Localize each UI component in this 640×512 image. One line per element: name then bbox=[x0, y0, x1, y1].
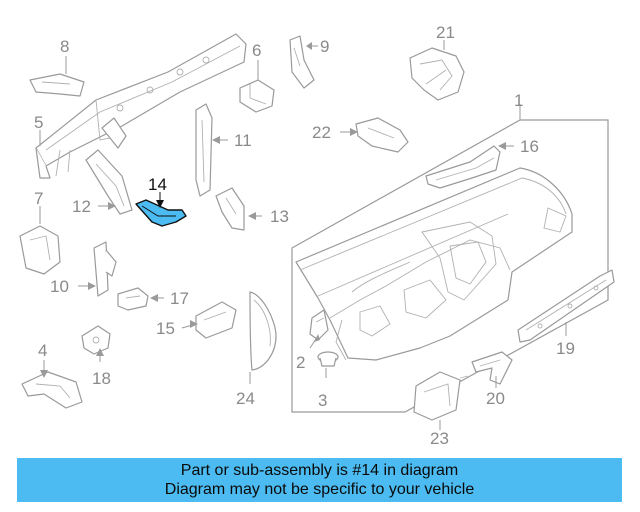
banner-line-2: Diagram may not be specific to your vehi… bbox=[164, 481, 475, 498]
part-19-long-rail: 19 bbox=[517, 269, 615, 358]
part-21-upper-bracket: 21 bbox=[409, 23, 465, 101]
part-11-vertical-brace: 11 bbox=[195, 103, 252, 197]
callout-11: 11 bbox=[234, 131, 252, 150]
callout-24: 24 bbox=[236, 389, 255, 408]
callout-7: 7 bbox=[34, 189, 43, 208]
parts-diagram: 1 2 3 4 5 bbox=[19, 23, 615, 448]
part-1-instrument-panel: 1 bbox=[291, 91, 609, 413]
part-3-clip: 3 bbox=[317, 351, 339, 410]
callout-10: 10 bbox=[50, 277, 69, 296]
part-24-side-cover: 24 bbox=[236, 291, 277, 408]
part-2-bracket: 2 bbox=[296, 309, 329, 372]
callout-17: 17 bbox=[170, 289, 189, 308]
part-23-module: 23 bbox=[413, 371, 469, 448]
callout-2: 2 bbox=[296, 353, 305, 372]
callout-12: 12 bbox=[72, 197, 91, 216]
callout-16: 16 bbox=[520, 137, 539, 156]
callout-3: 3 bbox=[318, 391, 327, 410]
part-info-banner: Part or sub-assembly is #14 in diagram D… bbox=[17, 458, 622, 502]
part-4-lower-bracket: 4 bbox=[21, 341, 83, 409]
callout-4: 4 bbox=[38, 341, 47, 360]
part-10-upright-bracket: 10 bbox=[50, 241, 117, 297]
callout-14: 14 bbox=[148, 175, 167, 194]
part-6-bracket: 6 bbox=[239, 41, 275, 113]
callout-15: 15 bbox=[156, 319, 175, 338]
part-13-bracket: 13 bbox=[215, 187, 289, 231]
callout-1: 1 bbox=[514, 91, 523, 110]
part-5-cross-beam: 5 bbox=[34, 33, 247, 179]
part-14-shape bbox=[135, 199, 187, 227]
part-14-highlighted-bracket: 14 bbox=[135, 175, 187, 227]
part-12-side-support: 12 bbox=[72, 149, 133, 216]
callout-23: 23 bbox=[430, 429, 449, 448]
callout-5: 5 bbox=[34, 113, 43, 132]
callout-21: 21 bbox=[436, 23, 455, 42]
part-20-bracket: 20 bbox=[471, 351, 513, 408]
callout-9: 9 bbox=[320, 37, 329, 56]
callout-13: 13 bbox=[270, 207, 289, 226]
part-16-upper-bracket: 16 bbox=[425, 137, 539, 189]
callout-22: 22 bbox=[312, 123, 331, 142]
part-15-bracket: 15 bbox=[156, 301, 237, 339]
banner-line-1: Part or sub-assembly is #14 in diagram bbox=[180, 462, 459, 479]
part-9-brace: 9 bbox=[289, 35, 329, 89]
callout-19: 19 bbox=[556, 339, 575, 358]
callout-6: 6 bbox=[252, 41, 261, 60]
part-18-small-bracket: 18 bbox=[81, 325, 111, 388]
callout-20: 20 bbox=[486, 389, 505, 408]
callout-8: 8 bbox=[60, 37, 69, 56]
part-22-bracket: 22 bbox=[312, 117, 409, 153]
callout-18: 18 bbox=[92, 369, 111, 388]
part-17-bracket: 17 bbox=[117, 287, 189, 311]
part-7-side-bracket: 7 bbox=[19, 189, 61, 275]
part-8-bracket: 8 bbox=[29, 37, 85, 97]
